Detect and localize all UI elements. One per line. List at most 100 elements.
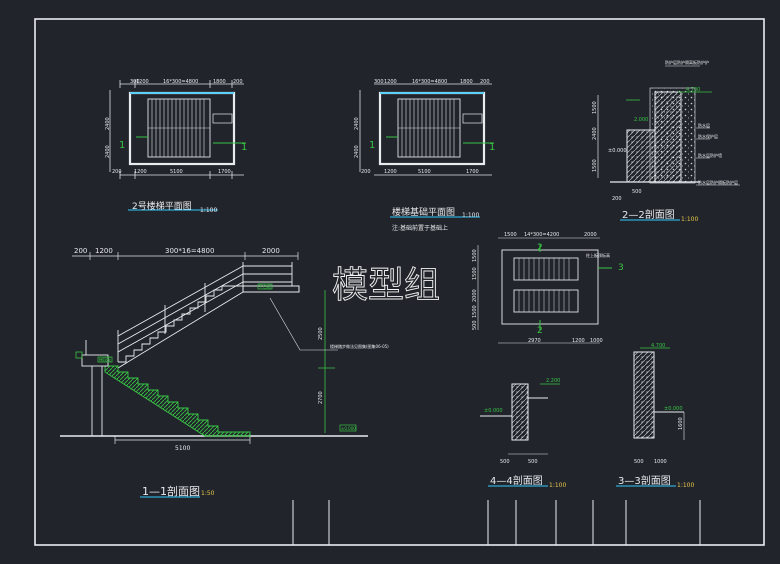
section-1-1: 200 1200 300*16=4800 2000 5100 2500 2700 [60,247,389,498]
title-block-lines [292,500,701,545]
section-label-right: 1 [489,142,495,153]
dim-top-2: 2000 [584,232,597,238]
dim-bottom-2: 1000 [590,338,603,344]
note-3: 防水层防护墙 [698,152,722,158]
dim-left-0: 2400 [354,117,360,130]
left-marker [75,351,83,359]
dim-bottom-1: 1200 [134,169,147,175]
view-scale: 1:100 [462,212,479,219]
upper-stair-flight [118,285,243,363]
view-title: 4—4剖面图 [490,474,543,487]
level-tag [212,113,233,124]
dim-bottom-3: 1700 [466,169,479,175]
plan-outline [501,249,599,325]
view-title: 3—3剖面图 [618,474,671,487]
dim-top-1: 1200 [136,79,149,85]
level-tag [462,113,483,124]
dim-bottom-3: 1700 [218,169,231,175]
upper-tag: 平台板 [259,283,271,289]
dim-top-1: 1200 [384,79,397,85]
dim-bottom-2: 5100 [170,169,183,175]
plan-small: 1500 14*300=4200 2000 1500 1500 2000 150… [472,232,624,344]
dim-bottom-2: 5100 [418,169,431,175]
upper-flight-soffit [117,291,244,369]
dim-left-3: 1500 [472,305,478,318]
dim-left-1: 2400 [354,145,360,158]
dim-top-0: 300 [374,79,384,85]
plan-stair-foundation: 300 1200 16*300=4800 1800 200 200 1200 5… [354,79,495,232]
dim-top-3: 2000 [262,247,280,255]
stair-mass [626,129,656,183]
view-scale: 1:100 [549,482,566,489]
handrail [117,262,293,362]
dim-left-2: 2000 [472,289,478,302]
dim-top-0: 200 [74,247,87,255]
dim-0: 500 [500,459,510,465]
section-label-right: 1 [241,142,247,153]
dim-bottom-1: 1200 [572,338,585,344]
dim-2: 1000 [654,459,667,465]
section-label-left: 1 [369,140,375,151]
dim-right-1: 2700 [318,391,324,404]
plan-treads [397,98,461,158]
elev-a: 2.200 [546,378,560,384]
dim-left-0: 2400 [105,117,111,130]
dim-bottom-1: 500 [632,189,642,195]
dim-1: 500 [634,459,644,465]
dim-left-1: 2400 [592,127,598,140]
view-title: 1—1剖面图 [142,484,200,498]
dim-0: 1600 [678,417,684,430]
section-label-side: 3 [618,263,624,273]
section-label-bottom: 2 [537,326,543,336]
elev-low: ±0.000 [608,148,627,154]
ground-tag-box [339,424,357,432]
view-scale: 1:100 [677,482,694,489]
lower-stair-flight [104,365,251,437]
section-label-top: 2 [537,243,543,253]
lower-tag-box [97,356,113,363]
dim-top-0: 300 [130,79,140,85]
dim-bottom-1: 1200 [384,169,397,175]
dim-left-1: 1500 [472,267,478,280]
view-title: 2号楼梯平面图 [132,200,192,212]
dim-left-4: 500 [472,320,478,330]
retaining-wall [654,91,682,183]
dim-left-0: 1500 [592,101,598,114]
watermark: 模型组 [332,265,440,306]
dim-top-3: 1800 [213,79,226,85]
plan-treads [513,257,579,313]
note-4: 防水层防护隔板防护层 [698,179,738,185]
note: 楼梯踏步做法见图集(图集06-05) [330,343,389,349]
dim-top-2: 16*300=4800 [163,79,198,85]
plan-treads [147,98,211,158]
elev-mid: 2.000 [634,117,648,123]
left-post [81,340,109,436]
elev-b: ±0.000 [484,408,503,414]
dim-top-4: 200 [233,79,243,85]
dim-bottom: 5100 [175,445,190,452]
plan-2-stair: 300 1200 16*300=4800 1800 200 200 1200 5… [105,79,247,214]
dim-left-1: 2400 [105,145,111,158]
dim-top-1: 14*300=4200 [524,232,559,238]
note-2: 防水保护层 [698,133,718,139]
dim-top-2: 16*300=4800 [412,79,447,85]
dim-right-0: 2500 [318,327,324,340]
dim-bottom-0: 200 [112,169,122,175]
view-title: 2—2剖面图 [622,208,675,221]
elev-b: ±0.000 [664,406,683,412]
dim-bottom-0: 200 [612,196,622,202]
dim-1: 500 [528,459,538,465]
wall-mass [511,383,529,441]
note-0: 防护层防护隔离板防护护 [665,59,709,65]
elev-top: 4.700 [686,87,700,93]
view-scale: 1:100 [200,207,217,214]
plan-note: 柱上板顶标高 [586,252,610,258]
upper-tag-box [257,283,273,290]
elev-a: 4.700 [651,343,665,349]
note-1: 防水层 [698,122,710,128]
dim-top-0: 1500 [504,232,517,238]
dim-bottom-0: 200 [361,169,371,175]
section-3-3: 4.700 ±0.000 1600 500 1000 3—3剖面图 1:100 [616,343,694,489]
dim-top-1: 1200 [95,247,113,255]
